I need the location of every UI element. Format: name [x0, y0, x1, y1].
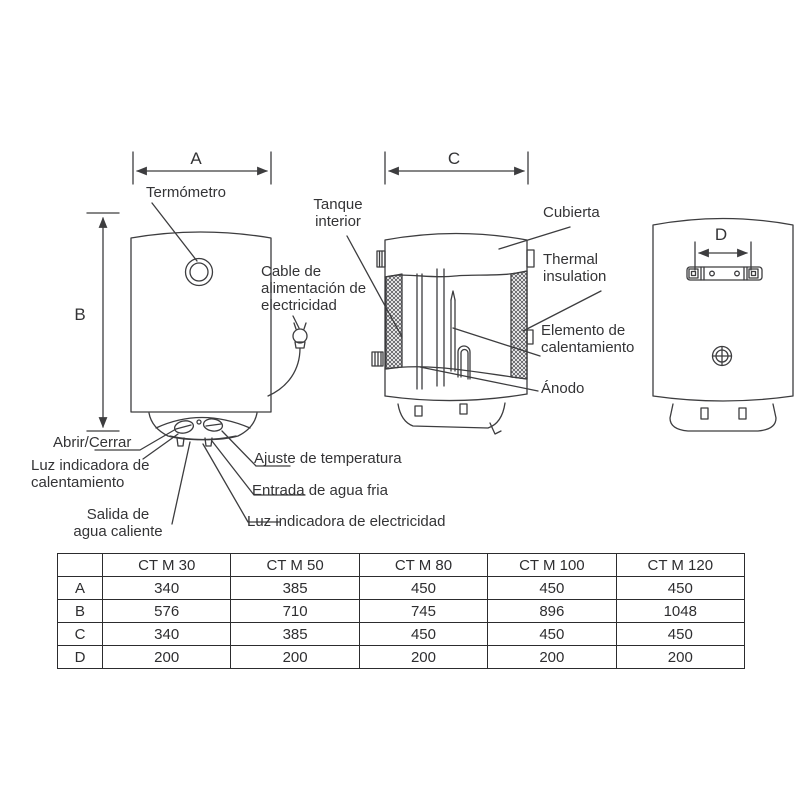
row-label: A [57, 576, 103, 600]
model-column-header: CT M 50 [230, 553, 360, 577]
table-cell: 200 [101, 645, 232, 669]
cover-label: Cubierta [543, 204, 600, 221]
heating-element-label: Elemento de calentamiento [541, 322, 635, 356]
table-cell: 200 [487, 645, 617, 669]
table-cell: 200 [358, 645, 489, 669]
table-cell: 200 [230, 645, 360, 669]
electricity-indicator-light-label: Luz indicadora de electricidad [247, 513, 446, 530]
table-cell: 896 [487, 599, 617, 623]
table-corner-cell [57, 553, 103, 577]
power-cable-label: Cable de alimentación de electricidad [261, 263, 367, 314]
row-label: B [57, 599, 103, 623]
open-close-label: Abrir/Cerrar [53, 434, 132, 451]
table-cell: 745 [358, 599, 489, 623]
water-heater-diagram [86, 151, 794, 525]
inner-tank-label: Tanque interior [313, 196, 363, 230]
dimensions-table: CT M 30 CT M 50 CT M 80 CT M 100 CT M 12… [57, 553, 746, 669]
table-cell: 385 [230, 622, 360, 646]
thermal-insulation-label: Thermal insulation [543, 251, 607, 285]
model-column-header: CT M 100 [487, 553, 617, 577]
dimension-a-label: A [190, 149, 202, 168]
model-column-header: CT M 80 [358, 553, 489, 577]
temperature-adjust-label: Ajuste de temperatura [254, 450, 402, 467]
table-cell: 450 [358, 622, 489, 646]
table-cell: 710 [230, 599, 360, 623]
table-row: C 340 385 450 450 450 [57, 622, 746, 646]
table-cell: 450 [615, 576, 746, 600]
table-cell: 450 [615, 622, 746, 646]
model-column-header: CT M 120 [615, 553, 746, 577]
table-row: B 576 710 745 896 1048 [57, 599, 746, 623]
dimension-d-label: D [714, 225, 728, 244]
table-cell: 200 [615, 645, 746, 669]
table-cell: 385 [230, 576, 360, 600]
model-column-header: CT M 30 [101, 553, 232, 577]
dimension-c-label: C [447, 149, 461, 168]
dimension-b-label: B [74, 305, 86, 324]
table-cell: 450 [358, 576, 489, 600]
table-cell: 1048 [615, 599, 746, 623]
row-label: C [57, 622, 103, 646]
table-cell: 340 [101, 622, 232, 646]
table-cell: 576 [101, 599, 232, 623]
table-cell: 340 [101, 576, 232, 600]
anode-label: Ánodo [541, 380, 585, 397]
table-header-row: CT M 30 CT M 50 CT M 80 CT M 100 CT M 12… [57, 553, 746, 577]
hot-water-outlet-label: Salida de agua caliente [73, 506, 163, 540]
cold-water-inlet-label: Entrada de agua fria [252, 482, 388, 499]
table-cell: 450 [487, 622, 617, 646]
table-cell: 450 [487, 576, 617, 600]
thermometer-label: Termómetro [146, 184, 227, 201]
row-label: D [57, 645, 103, 669]
table-row: D 200 200 200 200 200 [57, 645, 746, 669]
table-row: A 340 385 450 450 450 [57, 576, 746, 600]
heating-indicator-light-label: Luz indicadora de calentamiento [31, 457, 150, 491]
